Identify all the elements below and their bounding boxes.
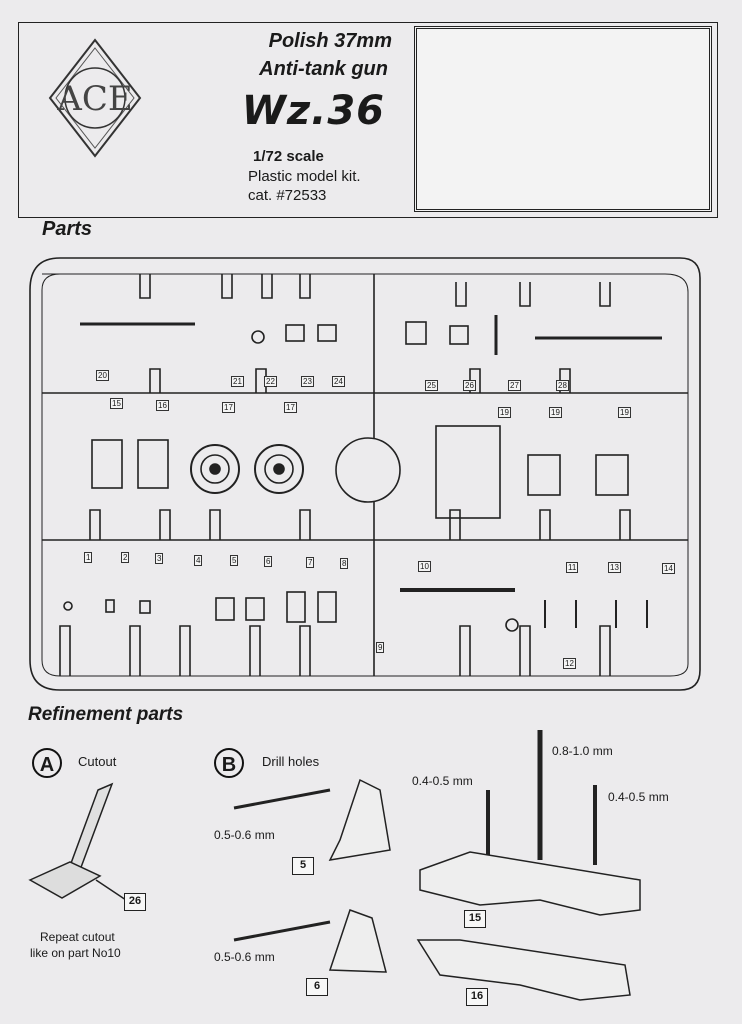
part-label: 19 bbox=[549, 407, 562, 418]
part-label: 23 bbox=[301, 376, 314, 387]
step-a-badge: A bbox=[32, 748, 62, 778]
logo-text: ACE bbox=[56, 79, 132, 119]
drill-size-6: 0.5-0.6 mm bbox=[214, 950, 275, 964]
part-5-label: 5 bbox=[292, 857, 314, 875]
part-label: 27 bbox=[508, 380, 521, 391]
part-label: 3 bbox=[155, 553, 164, 564]
part-label: 7 bbox=[306, 557, 315, 568]
step-b-label: Drill holes bbox=[262, 754, 320, 769]
part-6-label: 6 bbox=[306, 978, 328, 996]
part-label: 4 bbox=[194, 555, 203, 566]
header-frame bbox=[18, 22, 718, 218]
step-a-label: Cutout bbox=[78, 754, 117, 769]
repeat-note-1: Repeat cutout bbox=[40, 930, 115, 944]
part-label: 25 bbox=[425, 380, 438, 391]
part-label: 14 bbox=[662, 563, 675, 574]
part-label: 10 bbox=[418, 561, 431, 572]
title-line-1: Polish 37mm bbox=[268, 30, 392, 52]
part-label: 26 bbox=[463, 380, 476, 391]
part-16-label: 16 bbox=[466, 988, 488, 1006]
title-line-2: Anti-tank gun bbox=[259, 58, 388, 80]
part-label: 2 bbox=[121, 552, 130, 563]
refinement-heading: Refinement parts bbox=[28, 704, 184, 725]
drill-size-mid: 0.8-1.0 mm bbox=[552, 744, 613, 758]
part-label: 24 bbox=[332, 376, 345, 387]
repeat-note-2: like on part No10 bbox=[30, 946, 121, 960]
kit-type-text: Plastic model kit. bbox=[248, 168, 361, 185]
refinement-drawings bbox=[28, 730, 641, 1001]
scale-text: 1/72 scale bbox=[253, 148, 324, 165]
part-15-label: 15 bbox=[464, 910, 486, 928]
part-label: 21 bbox=[231, 376, 244, 387]
part-label: 8 bbox=[340, 558, 349, 569]
part-label: 28 bbox=[556, 380, 569, 391]
title-line-3: Wz.36 bbox=[241, 88, 385, 134]
part-label: 11 bbox=[566, 562, 579, 573]
part-label: 5 bbox=[230, 555, 239, 566]
step-b-badge: B bbox=[214, 748, 244, 778]
part-label: 6 bbox=[264, 556, 273, 567]
part-label: 20 bbox=[96, 370, 109, 381]
photo-frame bbox=[414, 26, 712, 212]
part-label: 19 bbox=[498, 407, 511, 418]
part-label: 16 bbox=[156, 400, 169, 411]
catalog-text: cat. #72533 bbox=[248, 187, 327, 204]
part-label: 17 bbox=[222, 402, 235, 413]
drill-size-left: 0.4-0.5 mm bbox=[412, 774, 473, 788]
part-label: 15 bbox=[110, 398, 123, 409]
ace-logo: ACE bbox=[48, 38, 142, 158]
part-label: 12 bbox=[563, 658, 576, 669]
parts-heading: Parts bbox=[42, 218, 93, 240]
drill-size-right: 0.4-0.5 mm bbox=[608, 790, 669, 804]
part-label: 19 bbox=[618, 407, 631, 418]
part-label: 1 bbox=[84, 552, 93, 563]
part-label: 22 bbox=[264, 376, 277, 387]
part-label: 9 bbox=[376, 642, 385, 653]
part-26-label: 26 bbox=[124, 893, 146, 911]
drill-size-5: 0.5-0.6 mm bbox=[214, 828, 275, 842]
sprue-diagram bbox=[29, 257, 701, 691]
part-label: 17 bbox=[284, 402, 297, 413]
part-label: 13 bbox=[608, 562, 621, 573]
